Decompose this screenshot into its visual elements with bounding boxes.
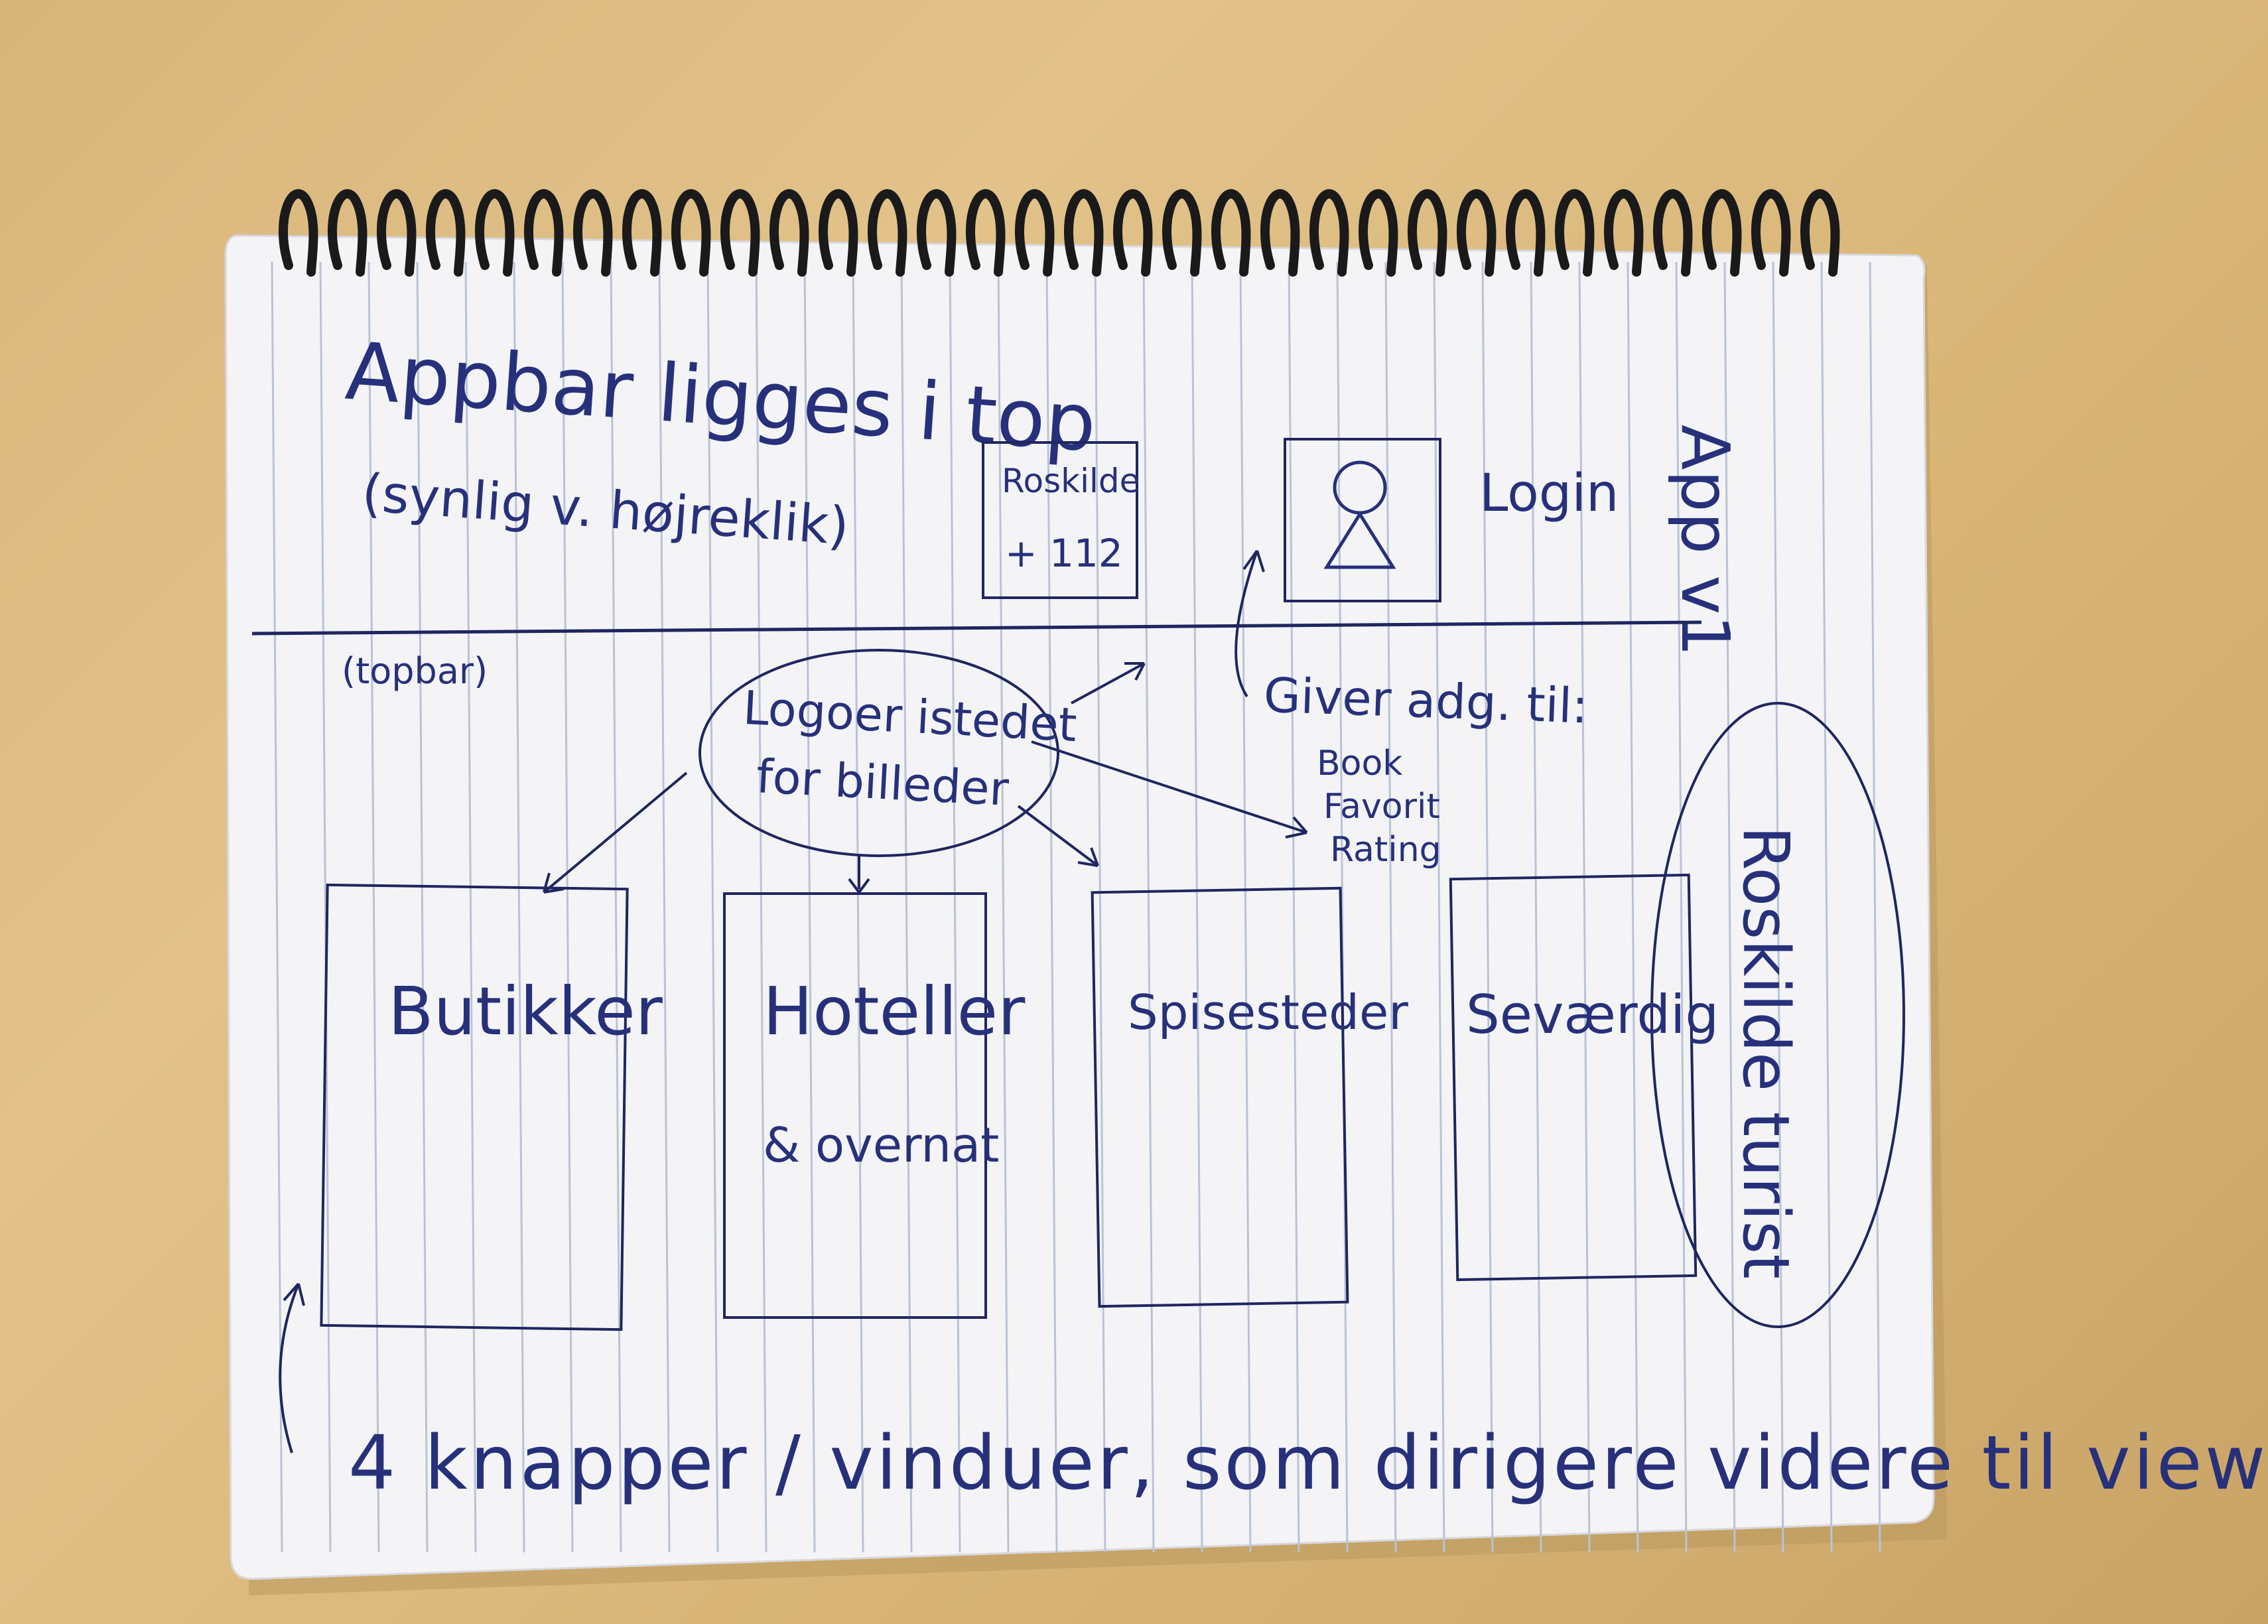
rule-line xyxy=(1288,261,1300,1553)
spiral-ring xyxy=(328,189,367,277)
ruled-lines xyxy=(271,261,1881,1553)
access-note: Giver adg. til: xyxy=(1262,667,1589,734)
rule-line xyxy=(610,261,622,1553)
logo-bubble xyxy=(279,549,1905,1454)
access-item-favorit: Favorit xyxy=(1323,787,1440,827)
spiral-ring xyxy=(917,189,957,277)
spiral-ring xyxy=(1604,189,1644,277)
rule-line xyxy=(1433,261,1445,1553)
spiral-ring xyxy=(1800,189,1840,277)
rule-line xyxy=(1142,261,1155,1553)
spiral-ring xyxy=(1162,189,1202,277)
login-label: Login xyxy=(1479,464,1619,523)
spiral-ring xyxy=(966,189,1006,277)
spiral-binding xyxy=(279,189,1840,277)
rule-line xyxy=(1820,261,1833,1553)
spiral-ring xyxy=(1751,189,1791,277)
spiral-ring xyxy=(769,189,809,277)
logo-box[interactable] xyxy=(982,441,1138,599)
rule-line xyxy=(1384,261,1397,1553)
rule-line xyxy=(1675,261,1688,1553)
rule-line xyxy=(997,261,1010,1553)
rule-line xyxy=(367,261,380,1553)
login-box[interactable] xyxy=(1284,438,1441,602)
card-spisesteder-label: Spisesteder xyxy=(1128,984,1408,1040)
rule-line xyxy=(319,261,332,1553)
card-hoteller-subtitle: & overnat xyxy=(763,1117,1000,1173)
spiral-ring xyxy=(1359,189,1398,277)
rule-line xyxy=(1481,261,1494,1553)
logo-box-number: + 112 xyxy=(1005,531,1123,576)
rule-line xyxy=(1191,261,1203,1553)
bubble-note-line2: for billeder xyxy=(755,749,1010,817)
side-title: Roskilde turist xyxy=(1729,826,1803,1279)
access-item-rating: Rating xyxy=(1330,830,1441,870)
notebook-photo xyxy=(224,189,1947,1595)
spiral-ring xyxy=(1506,189,1546,277)
spiral-ring xyxy=(1064,189,1104,277)
rule-line xyxy=(416,261,429,1553)
spiral-ring xyxy=(1555,189,1595,277)
spiral-ring xyxy=(1309,189,1349,277)
rule-line xyxy=(464,261,477,1553)
spiral-ring xyxy=(868,189,907,277)
rule-line xyxy=(1336,261,1349,1553)
access-item-book: Book xyxy=(1317,744,1403,783)
card-hoteller-label: Hoteller xyxy=(763,973,1026,1050)
spiral-ring xyxy=(475,189,515,277)
spiral-ring xyxy=(426,189,466,277)
rule-line xyxy=(900,261,913,1553)
rule-line xyxy=(1627,261,1639,1553)
rule-line xyxy=(803,261,816,1553)
spiral-ring xyxy=(1015,189,1055,277)
spiral-ring xyxy=(524,189,564,277)
rule-line xyxy=(1094,261,1106,1553)
rule-line xyxy=(1045,261,1058,1553)
rule-line xyxy=(755,261,767,1553)
rule-line xyxy=(561,261,574,1553)
topbar-divider xyxy=(251,620,1702,636)
spiral-ring xyxy=(573,189,613,277)
spiral-ring xyxy=(377,189,417,277)
rule-line xyxy=(271,261,283,1553)
rule-line xyxy=(513,261,525,1553)
card-butikker[interactable] xyxy=(320,883,629,1331)
rule-line xyxy=(1530,261,1542,1553)
rule-line xyxy=(1578,261,1591,1553)
notebook-page xyxy=(224,234,1935,1580)
card-severdig-label: Seværdig xyxy=(1466,984,1719,1046)
spiral-ring xyxy=(279,189,318,277)
card-spisesteder[interactable] xyxy=(1091,886,1349,1308)
user-icon xyxy=(1323,460,1396,569)
spiral-ring xyxy=(1260,189,1300,277)
card-severdig[interactable] xyxy=(1449,873,1698,1282)
card-butikker-label: Butikker xyxy=(388,973,663,1050)
rule-line xyxy=(1723,261,1736,1553)
spiral-ring xyxy=(819,189,858,277)
rule-line xyxy=(658,261,671,1553)
footer-note: 4 knapper / vinduer, som dirigere videre… xyxy=(348,1420,2268,1507)
spiral-ring xyxy=(1113,189,1153,277)
spiral-ring xyxy=(671,189,711,277)
rule-line xyxy=(852,261,864,1553)
spiral-ring xyxy=(1457,189,1497,277)
spiral-ring xyxy=(1211,189,1251,277)
spiral-ring xyxy=(720,189,760,277)
rule-line xyxy=(1239,261,1252,1553)
rule-line xyxy=(706,261,719,1553)
rule-line xyxy=(949,261,961,1553)
logo-box-title: Roskilde xyxy=(1002,462,1140,500)
spiral-ring xyxy=(1702,189,1742,277)
rule-line xyxy=(1772,261,1784,1553)
spiral-ring xyxy=(1408,189,1447,277)
rule-line xyxy=(1869,261,1881,1553)
card-hoteller[interactable] xyxy=(723,892,987,1319)
topbar-label: (topbar) xyxy=(342,650,488,692)
spiral-ring xyxy=(1653,189,1693,277)
spiral-ring xyxy=(622,189,662,277)
